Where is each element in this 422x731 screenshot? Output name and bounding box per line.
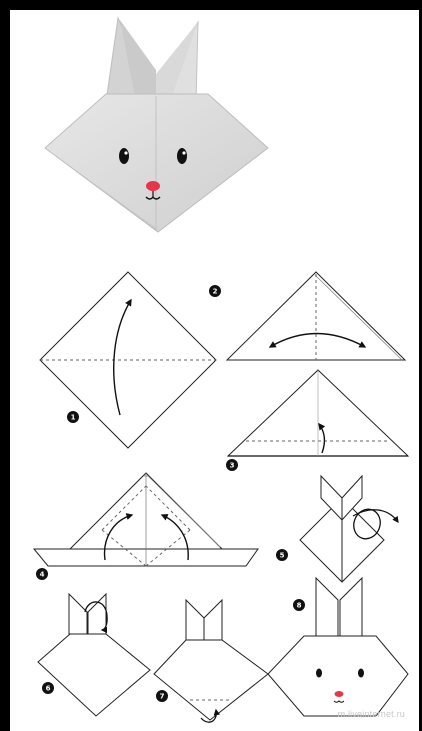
- finished-bunny-photo: [45, 18, 268, 232]
- step-2-number: 2: [213, 288, 218, 296]
- step-6-diagram: 6: [38, 594, 150, 716]
- step-4-number: 4: [40, 571, 45, 579]
- step-1-diagram: 1: [40, 272, 216, 448]
- step-6-number: 6: [46, 685, 51, 693]
- bunny-eye-right: [177, 148, 187, 164]
- step-3-number: 3: [230, 462, 235, 470]
- step-7-number: 7: [160, 693, 165, 701]
- bunny-eye-left-step-8: [316, 669, 322, 678]
- step-8-number: 8: [297, 602, 302, 610]
- bunny-eye-left: [119, 148, 129, 164]
- step-8-diagram: 8: [268, 578, 408, 716]
- step-2-diagram: 2: [209, 272, 405, 360]
- step-5-diagram: 5: [276, 476, 398, 582]
- watermark: m.liveinternet.ru: [338, 709, 405, 719]
- bunny-eye-right-step-8: [358, 669, 364, 678]
- step-5-number: 5: [280, 552, 285, 560]
- step-7-diagram: 7: [154, 600, 268, 722]
- step-4-diagram: 4: [34, 473, 258, 580]
- step-1-number: 1: [71, 414, 76, 422]
- bunny-nose: [146, 181, 160, 191]
- instruction-sheet: 1 2 3 4: [10, 10, 419, 731]
- bunny-nose-step-8: [335, 691, 344, 697]
- step-3-diagram: 3: [226, 370, 408, 471]
- origami-diagram: 1 2 3 4: [10, 10, 419, 731]
